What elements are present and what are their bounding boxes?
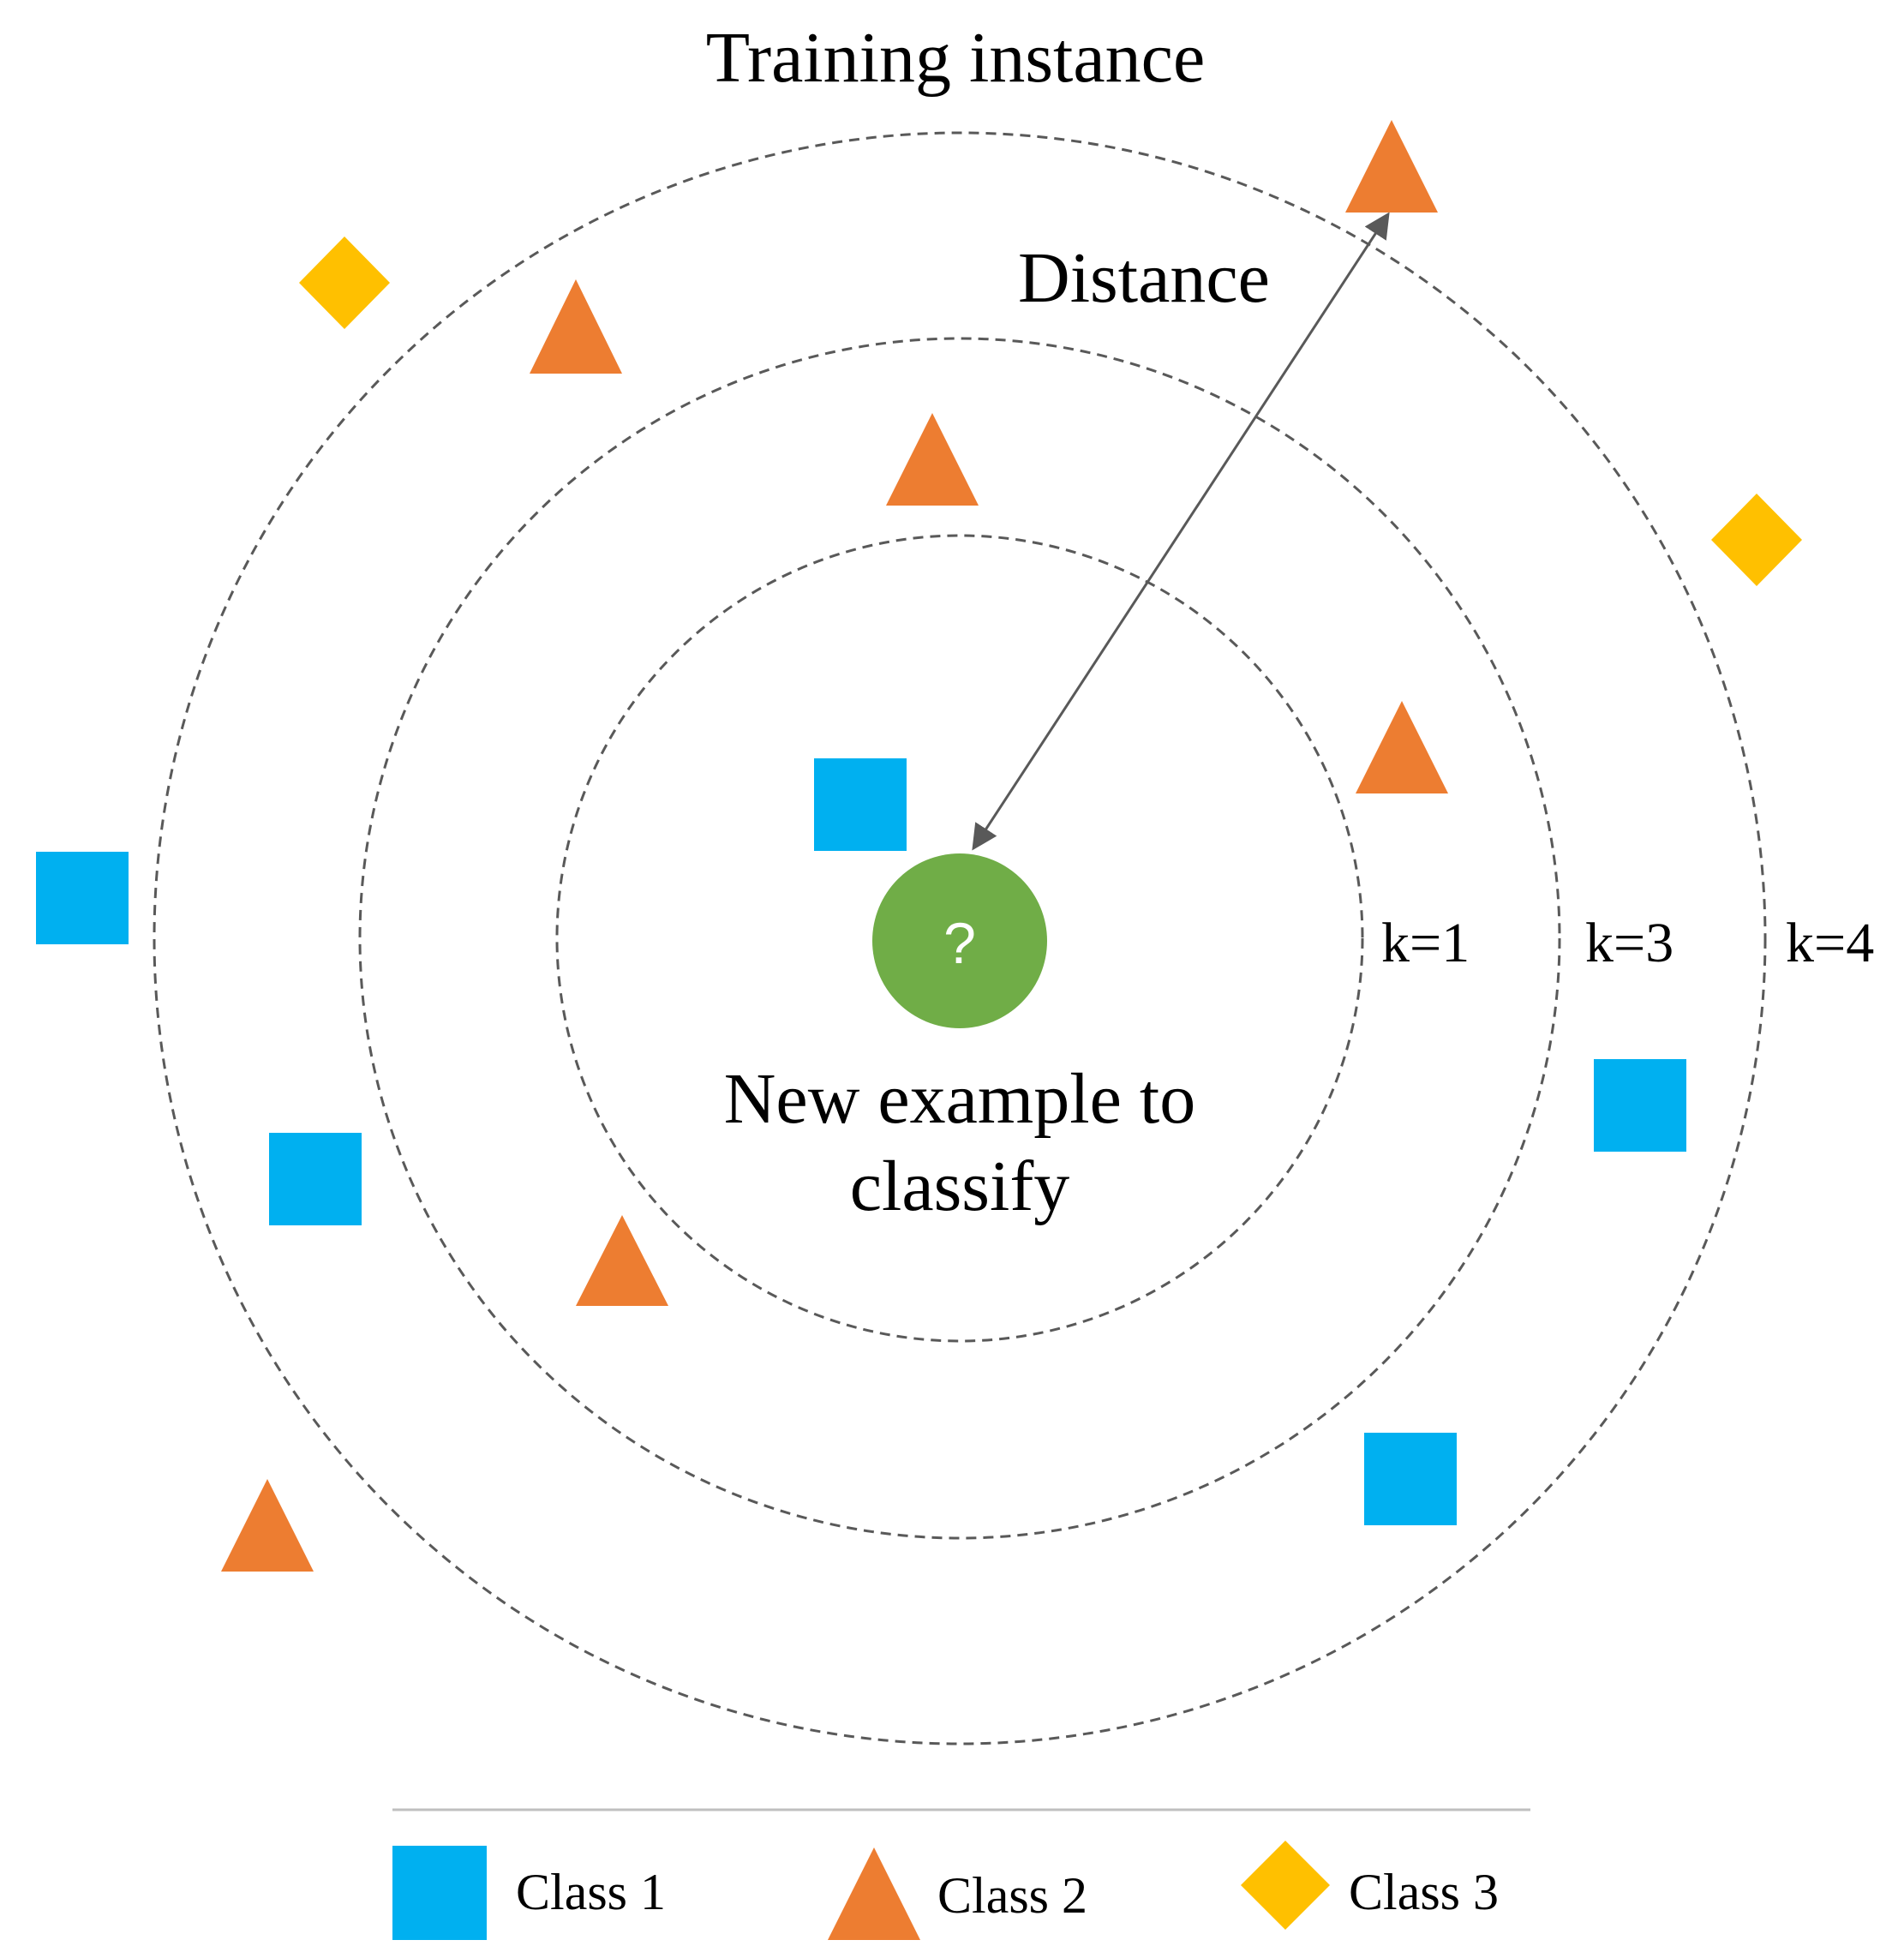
class1-square bbox=[1364, 1433, 1457, 1525]
class1-square bbox=[36, 852, 129, 944]
legend-class2-label: Class 2 bbox=[937, 1867, 1087, 1924]
class2-triangle bbox=[886, 413, 979, 506]
class3-diamond bbox=[1711, 494, 1802, 586]
class2-triangle bbox=[1345, 120, 1438, 213]
distance-arrow bbox=[972, 212, 1390, 851]
new-example-label-line2: classify bbox=[850, 1147, 1070, 1226]
class2-triangle bbox=[221, 1479, 314, 1572]
class3-diamond bbox=[299, 237, 390, 329]
distance-label: Distance bbox=[1018, 238, 1270, 318]
k3-label: k=3 bbox=[1585, 912, 1673, 974]
k4-label-backing bbox=[1781, 907, 1895, 975]
legend-class1-label: Class 1 bbox=[516, 1864, 666, 1920]
new-example-label-line1: New example to bbox=[724, 1059, 1195, 1139]
legend-class2-icon bbox=[828, 1847, 920, 1940]
k1-label-backing bbox=[1376, 907, 1491, 975]
k4-label: k=4 bbox=[1786, 912, 1874, 974]
training-instance-label: Training instance bbox=[706, 18, 1206, 98]
class1-square bbox=[269, 1133, 362, 1225]
query-mark: ? bbox=[943, 911, 976, 976]
legend-class3-label: Class 3 bbox=[1349, 1864, 1499, 1920]
k3-label-backing bbox=[1580, 907, 1695, 975]
ring-k3 bbox=[358, 337, 1561, 1540]
class2-triangle bbox=[530, 279, 622, 374]
ring-k1 bbox=[555, 534, 1364, 1343]
k1-label: k=1 bbox=[1381, 912, 1470, 974]
class2-triangle bbox=[1356, 701, 1448, 793]
ring-k4 bbox=[153, 131, 1767, 1745]
class1-square bbox=[1594, 1059, 1686, 1152]
legend-class1-icon bbox=[392, 1846, 487, 1940]
class2-triangle bbox=[576, 1215, 668, 1306]
class1-square bbox=[814, 758, 907, 851]
query-point bbox=[872, 853, 1047, 1028]
legend-class3-icon bbox=[1241, 1841, 1330, 1930]
